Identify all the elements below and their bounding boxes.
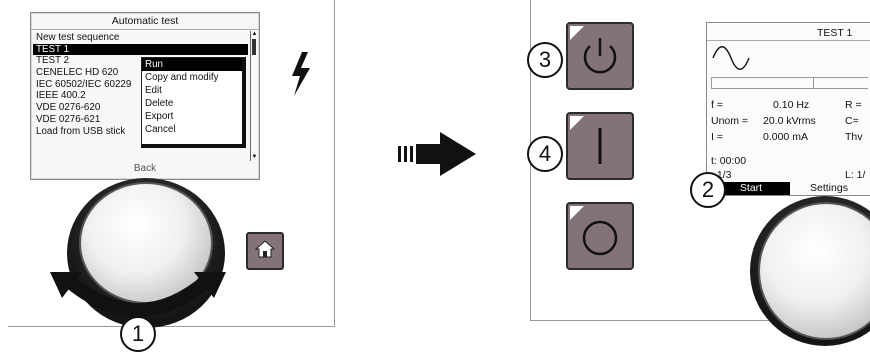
callout-2: 2 (690, 172, 726, 208)
progress-bar (711, 77, 868, 89)
hv-on-icon (570, 116, 602, 164)
settings-button[interactable]: Settings (810, 182, 848, 194)
test-title: TEST 1 (817, 27, 853, 39)
row-extra: C= (845, 115, 859, 127)
rotate-arrows-icon (50, 272, 226, 317)
callout-4: 4 (527, 136, 563, 172)
list-item-selected[interactable]: TEST 1 (33, 43, 248, 56)
timer: t: 00:00 (711, 155, 747, 167)
row-label: Unom = (711, 115, 749, 127)
menu-item-copy-and-modify[interactable]: Copy and modify (145, 72, 219, 83)
list-item[interactable]: IEC 60502/IEC 60229 (36, 78, 132, 90)
row-label: f = (711, 99, 723, 111)
callout-3: 3 (527, 42, 563, 78)
list-item[interactable]: CENELEC HD 620 (36, 67, 119, 79)
hv-off-icon (570, 206, 618, 256)
menu-item-run[interactable]: Run (142, 58, 242, 71)
scroll-down-icon[interactable]: ▼ (251, 154, 258, 160)
sine-wave-icon (712, 46, 750, 70)
list-item[interactable]: TEST 2 (36, 55, 70, 67)
list-item[interactable]: VDE 0276-621 (36, 113, 101, 125)
knob-cap (758, 202, 870, 340)
home-icon (255, 240, 275, 258)
loop-counter: L: 1/ (845, 169, 866, 181)
row-value: 0.10 Hz (773, 99, 810, 111)
power-button[interactable] (566, 22, 634, 90)
power-on-icon (570, 26, 617, 74)
list-item[interactable]: IEEE 400.2 (36, 90, 86, 102)
knob-cap (79, 182, 213, 304)
screen-title: Automatic test (31, 13, 259, 30)
context-menu: Run Copy and modify Edit Delete Export C… (141, 57, 246, 148)
row-label: I = (711, 131, 723, 143)
hv-off-button[interactable] (566, 202, 634, 270)
menu-item-export[interactable]: Export (145, 111, 174, 122)
scroll-up-icon[interactable]: ▲ (251, 31, 258, 37)
left-device-panel (8, 0, 335, 327)
list-scrollbar[interactable]: ▲ ▼ (250, 31, 258, 161)
hv-on-button[interactable] (566, 112, 634, 180)
right-arrow-icon (398, 132, 476, 176)
rotary-knob[interactable] (67, 178, 225, 328)
divider (707, 40, 870, 41)
rotary-knob-right[interactable] (750, 196, 870, 346)
back-button[interactable]: Back (133, 163, 157, 174)
callout-1: 1 (120, 316, 156, 352)
row-value: 20.0 kVrms (763, 115, 816, 127)
row-extra: Thv (845, 131, 863, 143)
scroll-thumb[interactable] (252, 39, 256, 55)
left-display: Automatic test New test sequence TEST 1 … (30, 12, 260, 180)
start-button[interactable]: Start (712, 182, 790, 195)
list-item[interactable]: VDE 0276-620 (36, 102, 101, 114)
menu-item-edit[interactable]: Edit (145, 85, 162, 96)
list-item[interactable]: Load from USB stick (36, 125, 126, 137)
list-item[interactable]: New test sequence (36, 32, 120, 43)
right-display: TEST 1 f = 0.10 Hz R = Unom = 20.0 kVrms… (706, 22, 870, 196)
home-button[interactable] (246, 232, 284, 270)
menu-item-delete[interactable]: Delete (145, 98, 174, 109)
menu-item-cancel[interactable]: Cancel (145, 124, 176, 135)
lightning-icon (288, 52, 312, 103)
row-extra: R = (845, 99, 862, 111)
row-value: 0.000 mA (763, 131, 808, 143)
test-sequence-list: New test sequence TEST 1 TEST 2 CENELEC … (33, 32, 248, 137)
